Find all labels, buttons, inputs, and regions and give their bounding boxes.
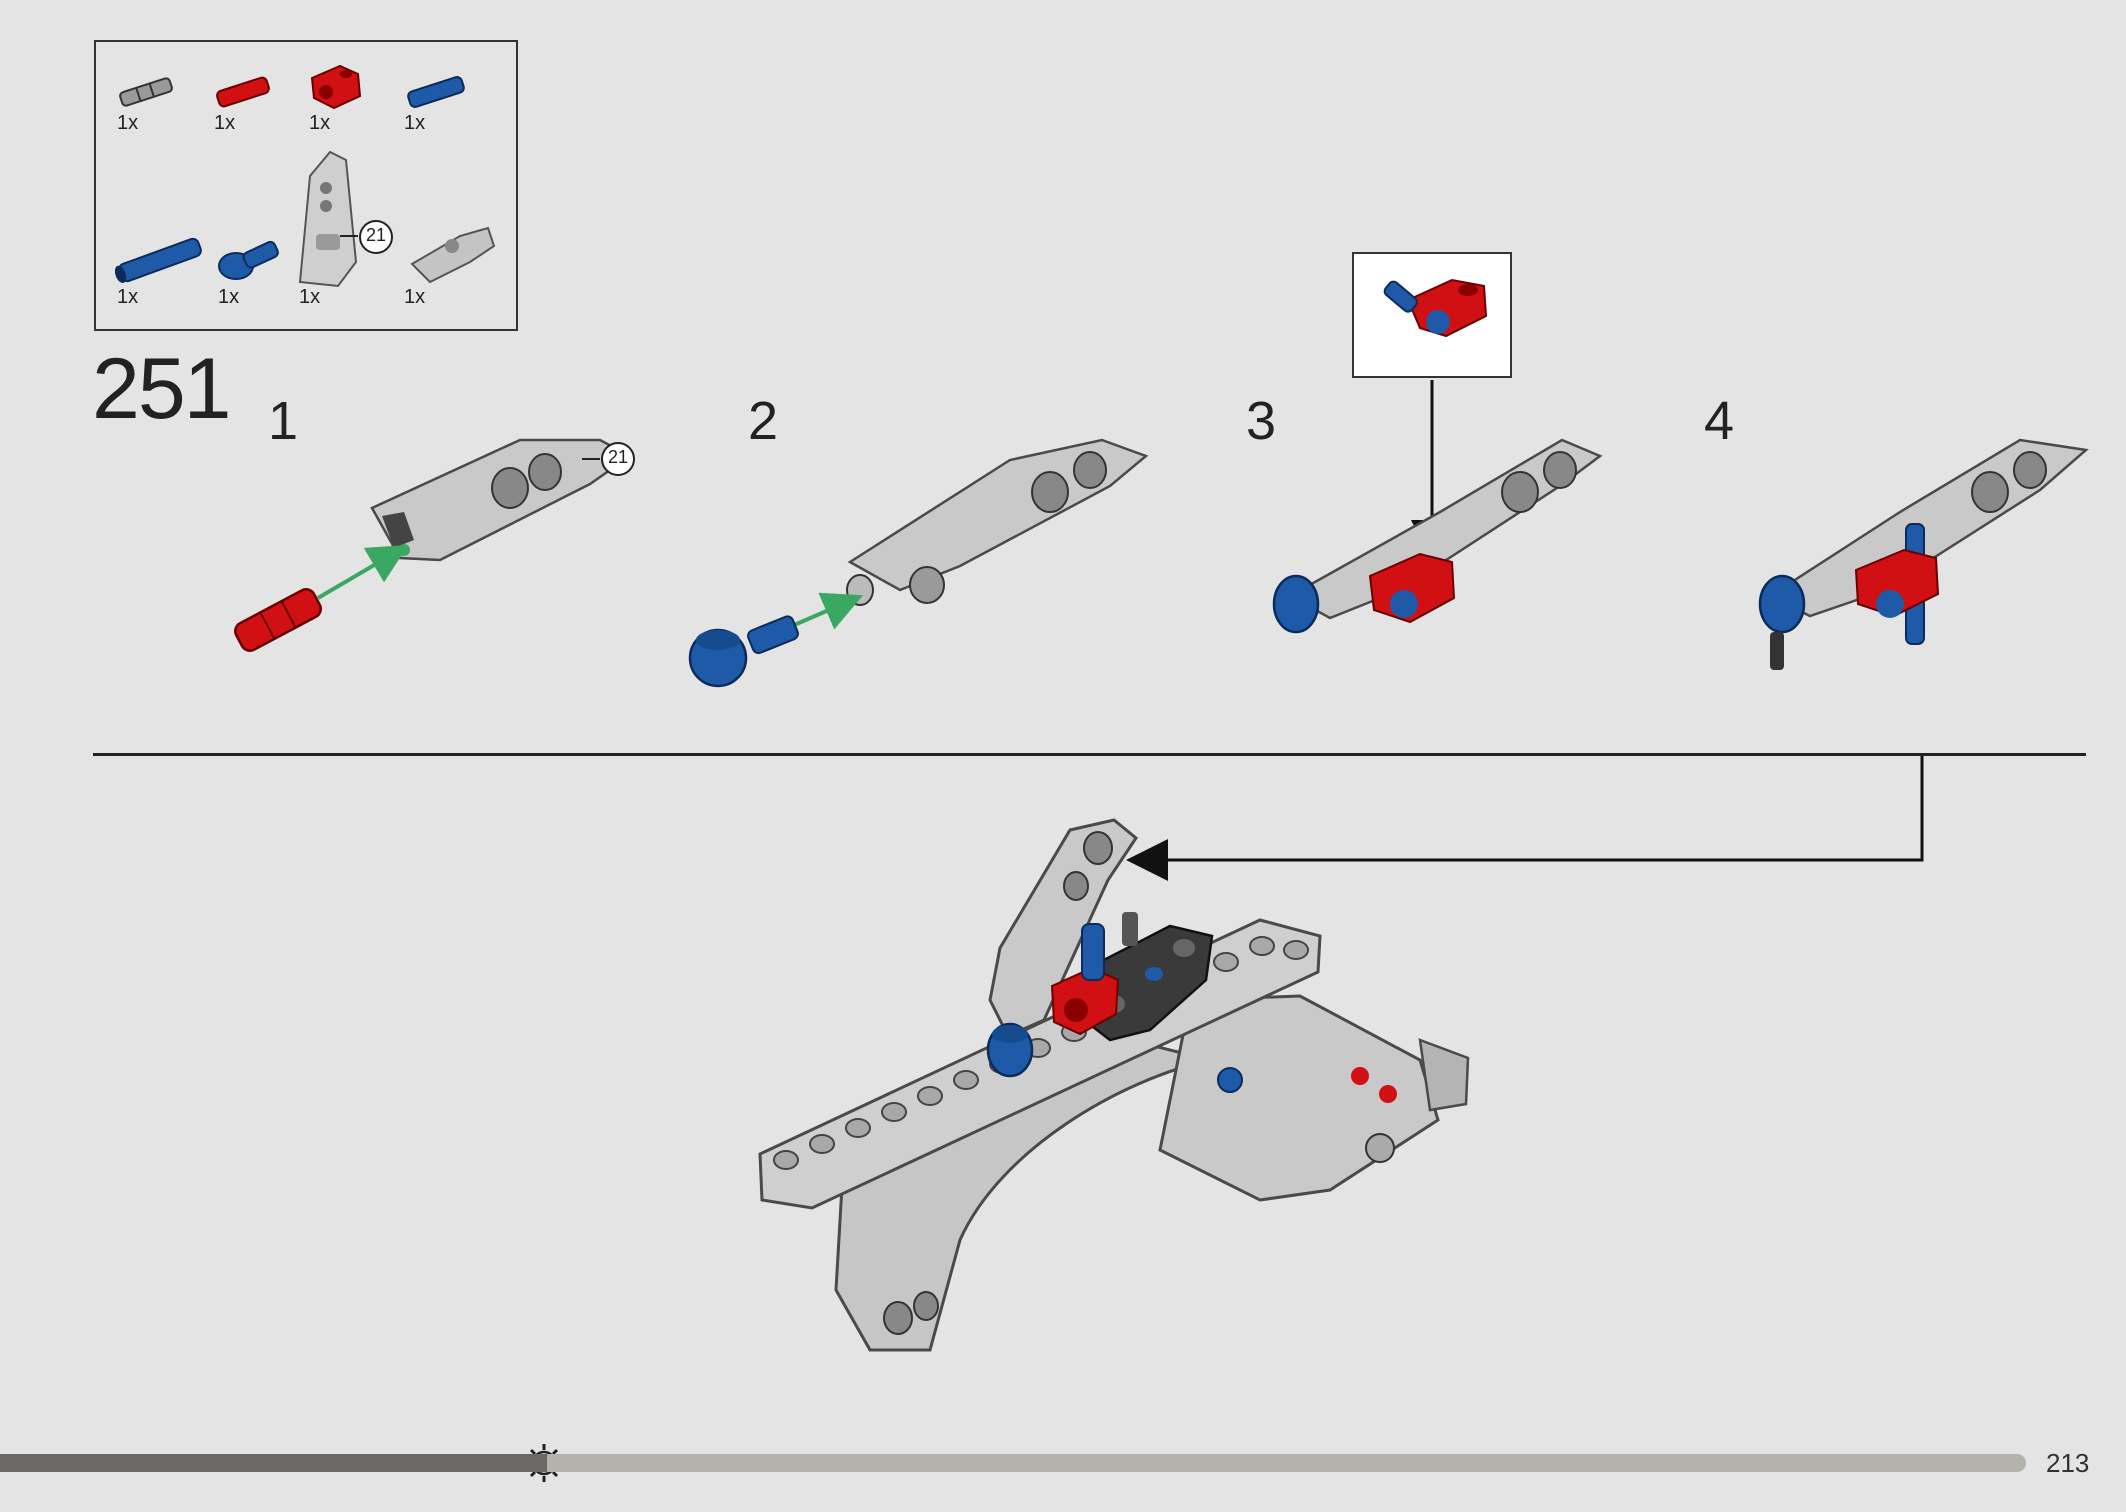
parts-list-box <box>94 40 518 331</box>
gray-panel-fairing-icon <box>298 150 358 288</box>
substep4-illustration <box>1758 438 2089 670</box>
part-qty-red-axle-pin: 1x <box>214 112 236 134</box>
red-axle-pin-icon <box>216 76 270 108</box>
gray-axle-pin-icon <box>119 77 173 107</box>
result-arrow <box>1126 756 1924 881</box>
step-number: 251 <box>92 341 231 437</box>
part-qty-gray-axle-pin: 1x <box>117 112 139 134</box>
parts-callout-number: 21 <box>365 225 387 245</box>
substep2-illustration <box>688 438 1149 688</box>
substep1-illustration <box>234 438 635 652</box>
part-qty-red-cross-block: 1x <box>309 112 331 134</box>
substep-number-2: 2 <box>748 391 779 451</box>
part-qty-gray-angle-connector: 1x <box>404 286 426 308</box>
blue-axle-pin-icon <box>407 76 465 108</box>
callout-21-line <box>340 220 393 254</box>
substep-number-1: 1 <box>268 391 299 451</box>
substep1-callout-number: 21 <box>607 447 629 467</box>
part-qty-blue-axle-pin: 1x <box>404 112 426 134</box>
part-qty-blue-long-axle-pin: 1x <box>117 286 139 308</box>
substep-number-3: 3 <box>1246 391 1277 451</box>
substep3-illustration <box>1272 438 1603 634</box>
gray-angle-connector-icon <box>410 226 496 284</box>
red-cross-block-icon <box>310 64 362 110</box>
part-qty-blue-axle-connector: 1x <box>218 286 240 308</box>
substep3-callout-part <box>1383 278 1488 338</box>
progress-fill <box>0 1454 547 1472</box>
blue-axle-connector-icon <box>218 240 279 280</box>
page-number: 213 <box>2046 1448 2090 1478</box>
section-divider <box>93 753 2086 756</box>
blue-long-axle-pin-icon <box>114 237 202 283</box>
part-qty-gray-panel-fairing: 1x <box>299 286 321 308</box>
main-assembly-illustration <box>758 818 1470 1352</box>
substep-number-4: 4 <box>1704 391 1735 451</box>
